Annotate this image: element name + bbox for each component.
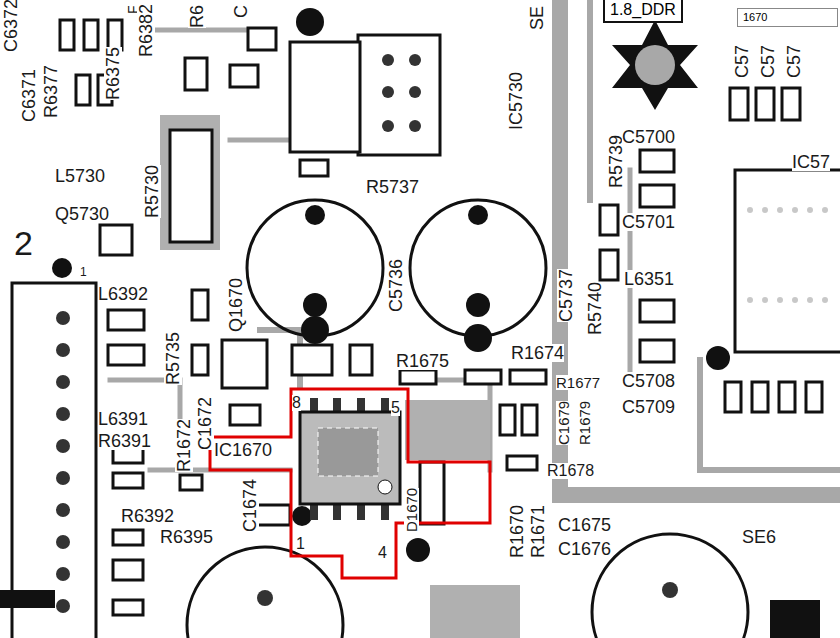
part-label: Q5730	[55, 205, 109, 223]
part-label: 8	[292, 395, 301, 411]
part-label: C5700	[622, 128, 675, 146]
part-label: R6382	[137, 4, 155, 57]
part-label: C6371	[20, 69, 38, 122]
part-label: 5	[391, 400, 400, 416]
part-label: 1	[80, 266, 87, 278]
part-label: IC1670	[214, 441, 272, 459]
part-label: C5708	[622, 372, 675, 390]
net-tag-box: 1.8_DDR	[603, 0, 683, 23]
part-label: R6	[188, 5, 206, 28]
search-box: 1670	[737, 8, 838, 27]
part-label: C5701	[622, 213, 675, 231]
box-text: 1670	[743, 12, 832, 23]
part-label: C57	[785, 45, 803, 78]
part-label: R1672	[175, 419, 193, 472]
part-label: L6391	[98, 410, 148, 428]
part-label: 4	[378, 545, 387, 561]
part-label: R1678	[547, 463, 594, 479]
part-label: R1679	[577, 401, 592, 445]
part-label: C5709	[622, 398, 675, 416]
part-label: C1674	[241, 479, 259, 532]
part-label: R1671	[529, 505, 547, 558]
part-label: IC5730	[507, 72, 525, 130]
part-label: R5737	[366, 178, 419, 196]
part-label: C57	[733, 45, 751, 78]
part-label: D1670	[404, 488, 419, 532]
part-label: R6392	[121, 507, 174, 525]
part-label: C1679	[556, 401, 571, 445]
part-label: R6395	[160, 528, 213, 546]
part-label: L6392	[98, 285, 148, 303]
part-label: R5735	[164, 332, 182, 385]
part-label: SE6	[742, 528, 776, 546]
part-label: C6372	[2, 0, 20, 52]
part-label: R1677	[556, 375, 600, 390]
part-label: R1674	[511, 344, 564, 362]
box-text: 1.8_DDR	[610, 2, 676, 18]
part-label: C	[232, 5, 250, 18]
part-label: SE	[528, 6, 546, 30]
part-label: C1676	[558, 540, 611, 558]
part-label: L5730	[55, 167, 105, 185]
part-label: L6351	[624, 270, 674, 288]
part-label: C1675	[558, 516, 611, 534]
part-label: Q1670	[227, 278, 245, 332]
part-label: 1	[296, 536, 305, 552]
part-label: R5730	[143, 165, 161, 218]
part-label: 2	[14, 226, 33, 260]
part-label: IC57	[792, 153, 830, 171]
highlight-outline	[210, 389, 490, 578]
part-label: R1670	[508, 505, 526, 558]
part-label: C5737	[557, 269, 575, 322]
part-label: C5736	[387, 259, 405, 312]
part-label: C57	[759, 45, 777, 78]
part-label: R1675	[396, 352, 449, 370]
part-label: R6377	[42, 65, 60, 118]
ic1670-body	[300, 398, 400, 520]
part-label: R6375	[104, 47, 122, 100]
part-label: R5740	[586, 282, 604, 335]
part-label: R6391	[98, 432, 151, 450]
part-label: C1672	[196, 397, 214, 450]
